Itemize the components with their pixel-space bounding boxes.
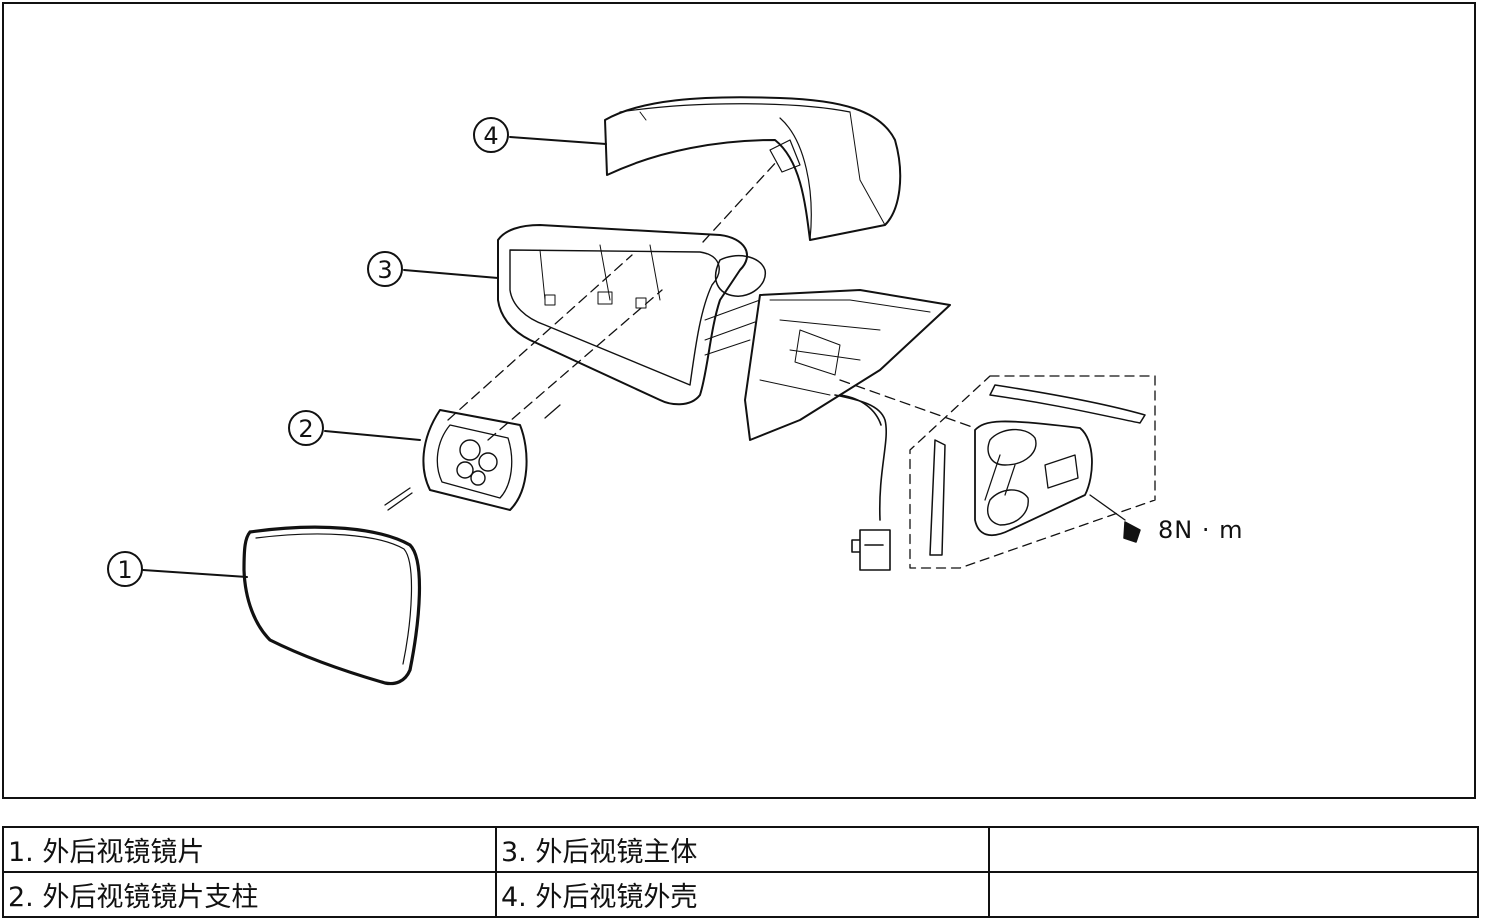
assembly-guide-lines [447,159,976,441]
callout-3-label: 3 [377,256,392,284]
table-row: 2. 外后视镜镜片支柱 4. 外后视镜外壳 [2,871,1479,918]
mirror-cover-part [604,96,902,241]
mirror-body-part [497,224,951,441]
table-row: 1. 外后视镜镜片 3. 外后视镜主体 [2,826,1479,873]
wiring-harness [834,394,891,571]
legend-cell: 4. 外后视镜外壳 [495,871,990,918]
mirror-glass-part [242,525,422,686]
mounting-detail-inset [909,375,1156,569]
callout-3: 3 [367,251,403,287]
callout-4: 4 [473,117,509,153]
legend-cell: 3. 外后视镜主体 [495,826,990,873]
mirror-support-part [384,404,561,511]
callout-1-label: 1 [117,556,132,584]
legend-cell: 2. 外后视镜镜片支柱 [2,871,497,918]
parts-legend-table: 1. 外后视镜镜片 3. 外后视镜主体 2. 外后视镜镜片支柱 4. 外后视镜外… [2,826,1479,918]
callout-leaders [142,136,607,578]
callout-2-label: 2 [298,415,313,443]
callout-1: 1 [107,551,143,587]
torque-spec: 8N · m [1158,516,1244,544]
legend-cell [988,826,1479,873]
figure-frame [2,2,1476,799]
callout-2: 2 [288,410,324,446]
callout-4-label: 4 [483,122,498,150]
legend-cell: 1. 外后视镜镜片 [2,826,497,873]
legend-cell [988,871,1479,918]
mirror-exploded-diagram: 4 3 2 1 [107,96,1156,686]
